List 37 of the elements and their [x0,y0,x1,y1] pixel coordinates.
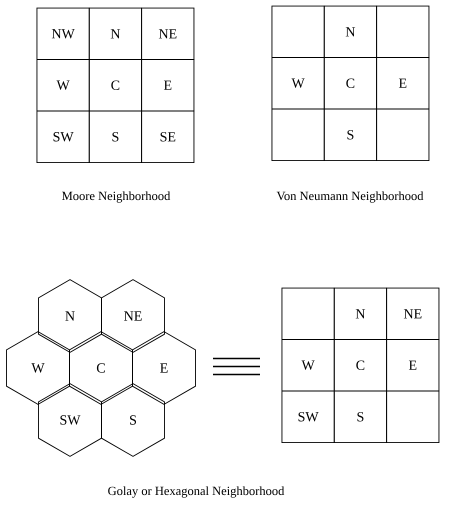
grid-cell [282,288,335,340]
grid-cell [272,108,325,161]
grid-cell: C [324,57,377,110]
grid-cell [376,6,430,58]
grid-cell: W [36,59,90,112]
grid-cell: S [324,108,377,161]
grid-cell: SW [36,110,90,163]
caption: Golay or Hexagonal Neighborhood [108,486,284,498]
hexagon-cell: SW [38,383,102,457]
hexagon-cell: W [6,331,70,405]
grid-cell: E [141,59,194,112]
grid-cell [376,108,430,161]
grid-cell: NE [141,8,194,60]
grid-cell: W [272,57,325,110]
grid-cell: SW [282,390,335,443]
hexagon-cell: N [38,279,102,353]
grid-cell: N [88,8,142,60]
hexagon-cell: NE [101,279,165,353]
hexagon-cell: E [132,331,196,405]
caption: Moore Neighborhood [62,191,170,203]
grid-cell: S [334,390,387,443]
grid-cell: NE [386,288,440,340]
grid-cell: C [334,339,387,392]
grid-cell: W [282,339,335,392]
grid-cell: E [386,339,440,392]
grid-cell: N [324,6,377,58]
grid-cell: E [376,57,430,110]
grid-cell: S [88,110,142,163]
hexagon-cell: C [69,331,133,405]
grid-cell: NW [36,8,90,60]
grid-cell: C [88,59,142,112]
grid-cell [386,390,440,443]
grid-cell: SE [141,110,194,163]
hexagon-cell: S [101,383,165,457]
grid-cell: N [334,288,387,340]
caption: Von Neumann Neighborhood [276,191,424,203]
grid-cell [272,6,325,58]
